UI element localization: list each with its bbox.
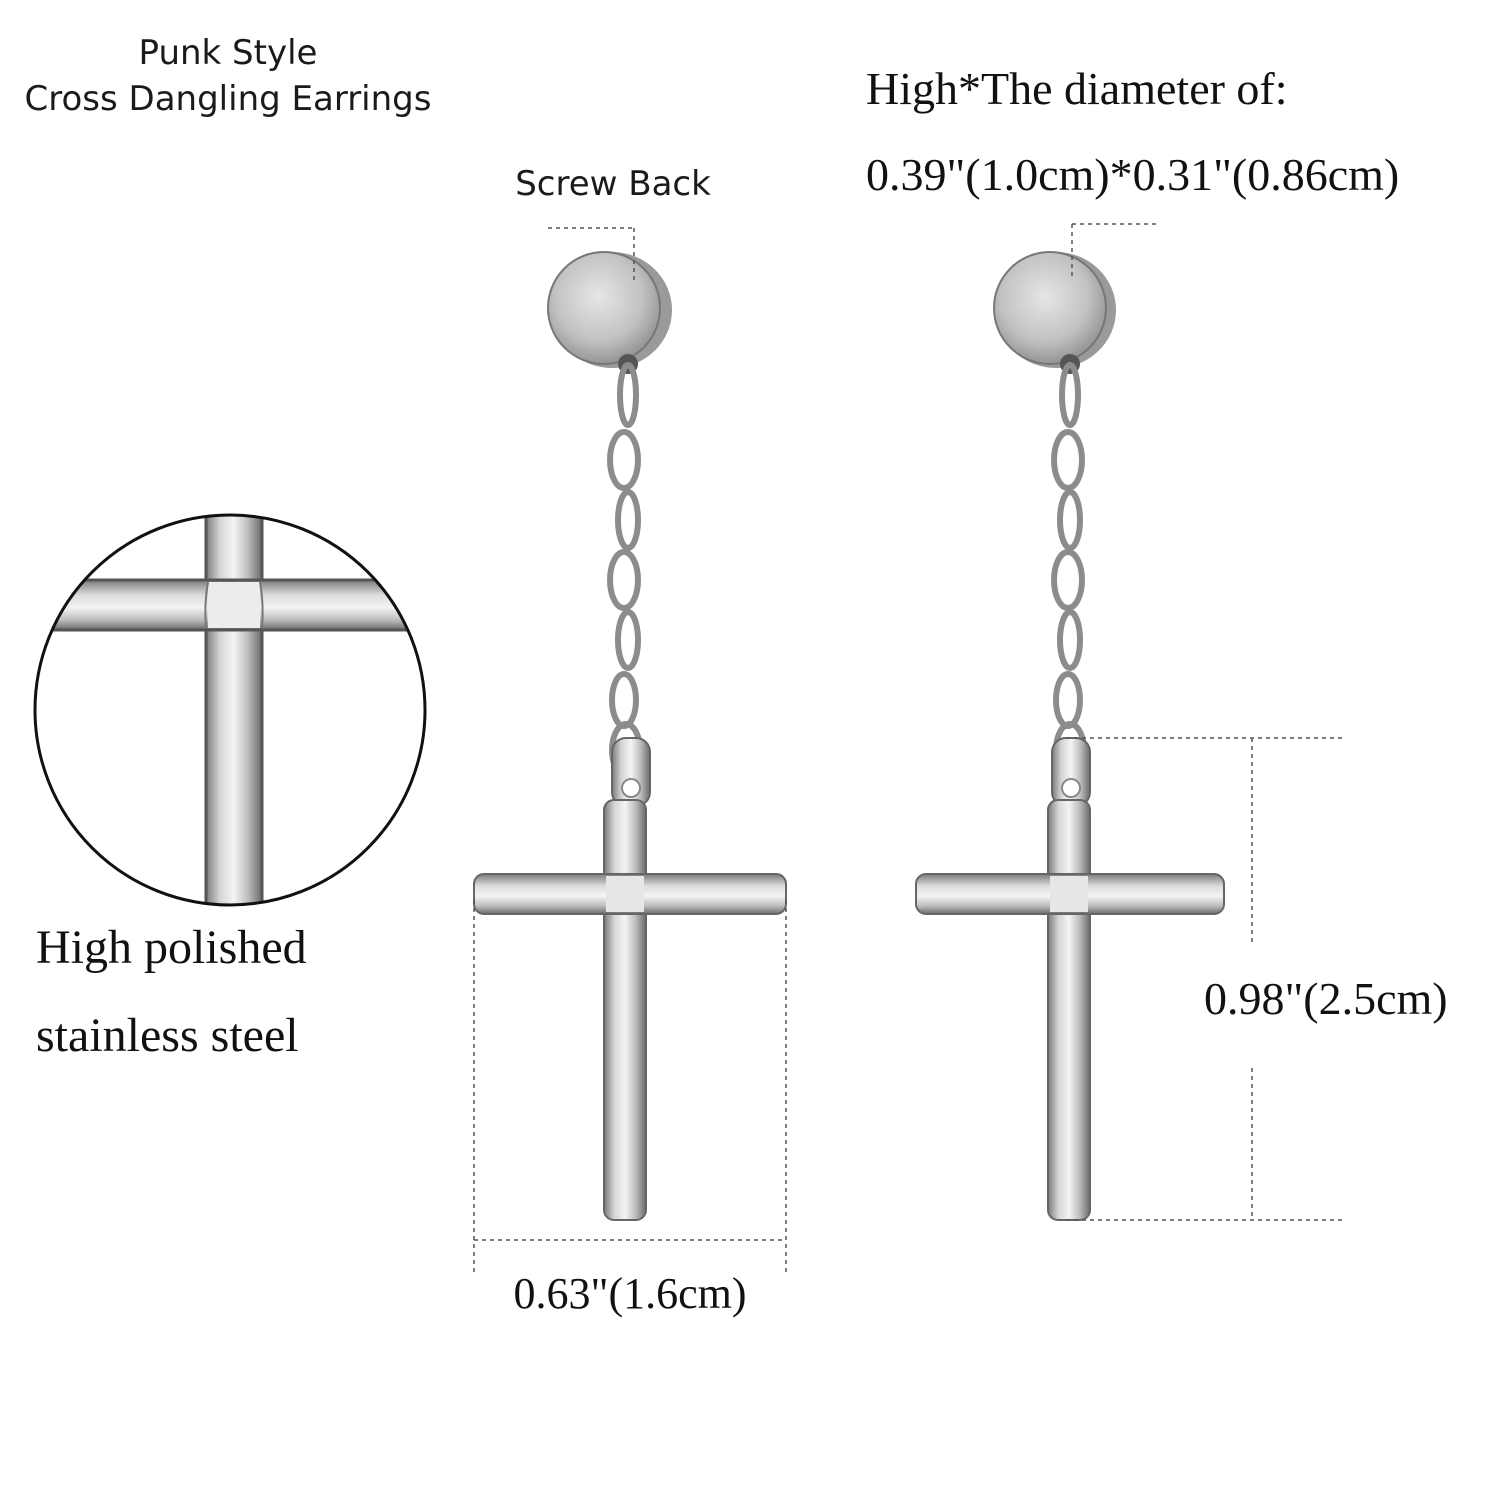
right-earring	[915, 223, 1344, 1221]
product-title: Punk Style Cross Dangling Earrings	[0, 30, 456, 122]
width-dimension-label: 0.63"(1.6cm)	[513, 1269, 747, 1318]
polish-detail-zoom	[33, 513, 427, 907]
diameter-leader-line	[1071, 223, 1160, 280]
left-width-dimension	[473, 900, 787, 1272]
right-chain	[1051, 362, 1087, 779]
right-cross	[915, 737, 1225, 1221]
material-label-line-1: High polished	[36, 921, 307, 974]
right-screw-back	[993, 251, 1116, 374]
diameter-label-line-1: High*The diameter of:	[866, 63, 1288, 114]
diameter-label-line-2: 0.39"(1.0cm)*0.31"(0.86cm)	[866, 149, 1400, 200]
material-label-line-2: stainless steel	[36, 1009, 299, 1062]
left-chain	[607, 362, 643, 779]
right-height-dimension	[1066, 737, 1344, 1221]
height-dimension-label: 0.98"(2.5cm)	[1204, 973, 1448, 1024]
title-line-2: Cross Dangling Earrings	[24, 79, 432, 119]
left-earring	[473, 227, 787, 1272]
left-screw-back	[547, 251, 672, 374]
title-line-1: Punk Style	[138, 33, 318, 73]
screw-back-label: Screw Back	[515, 164, 711, 204]
left-cross	[473, 737, 787, 1221]
screw-back-leader-line	[548, 227, 635, 284]
